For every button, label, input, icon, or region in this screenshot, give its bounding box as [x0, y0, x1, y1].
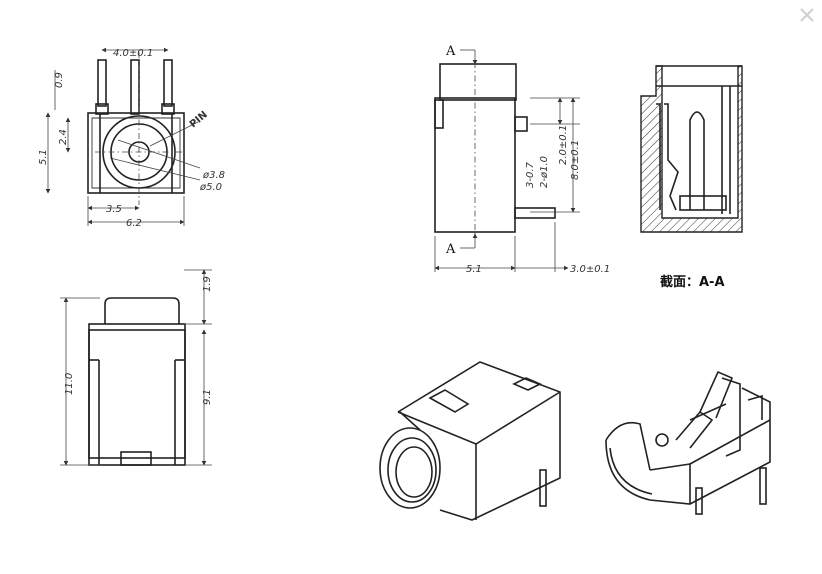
- pin-label: PIN: [188, 109, 210, 130]
- top-view: 11.0 1.9 9.1: [60, 269, 213, 466]
- dim-total-length: 11.0: [64, 373, 75, 395]
- section-marker-top: A: [445, 44, 456, 59]
- dim-height: 5.1: [38, 149, 49, 165]
- dim-top-height: 1.9: [202, 276, 213, 292]
- dim-body-length: 9.1: [202, 389, 213, 405]
- iso-view-cutaway: [605, 370, 771, 515]
- dim-pin-length: 0.9: [54, 72, 65, 88]
- side-view: A A 3-0.7 2-ø1.0 2.0±0.1 8.0±0.1 5.1 3.0…: [434, 44, 610, 275]
- dim-pin-pos: 2.0±0.1: [558, 125, 569, 165]
- dim-pin-dia: 2-ø1.0: [539, 156, 550, 188]
- iso-view-closed: [379, 361, 561, 521]
- dim-width: 6.2: [126, 218, 142, 229]
- dim-pin-len: 3.0±0.1: [570, 264, 610, 275]
- section-view: 截面：A-A: [640, 65, 743, 290]
- section-marker-bottom: A: [445, 242, 456, 257]
- dim-offset: 2.4: [58, 129, 69, 145]
- dim-hole-dia: ø3.8: [202, 170, 225, 181]
- dim-depth: 5.1: [466, 264, 482, 275]
- close-icon[interactable]: [800, 8, 814, 22]
- dim-pin-offset: 3-0.7: [525, 161, 536, 188]
- dim-pitch: 4.0±0.1: [113, 48, 153, 59]
- dim-center-x: 3.5: [106, 204, 122, 215]
- section-caption: 截面：A-A: [660, 274, 725, 290]
- dim-outer-dia: ø5.0: [199, 182, 222, 193]
- dim-pin-span: 8.0±0.1: [570, 140, 581, 180]
- front-view: 4.0±0.1 0.9 5.1 2.4 PIN ø3.8 ø5.0 3.5 6.…: [38, 47, 225, 229]
